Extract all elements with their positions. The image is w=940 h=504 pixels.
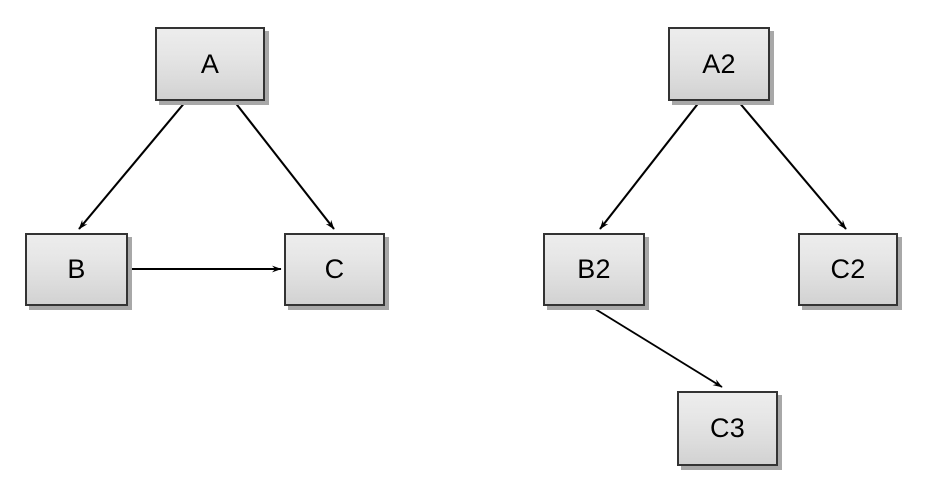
edge-b2-to-c3 [591,306,723,388]
node-a-label: A [200,48,220,79]
edge-a-to-c [233,100,335,230]
node-a2-label: A2 [702,48,736,79]
node-c3-label: C3 [710,413,745,443]
node-c2-label: C2 [830,254,866,284]
node-b2[interactable]: B2 [543,233,645,306]
node-b[interactable]: B [25,233,128,306]
node-b2-label: B2 [577,254,611,284]
node-a2[interactable]: A2 [668,27,770,101]
edge-a2-to-b2 [599,100,701,230]
node-c2[interactable]: C2 [798,233,898,306]
edge-a2-to-c2 [737,100,847,230]
node-a[interactable]: A [155,27,265,101]
node-c3[interactable]: C3 [677,391,778,466]
edge-a-to-b [78,100,187,230]
node-c[interactable]: C [284,233,385,306]
node-c-label: C [324,254,345,284]
node-b-label: B [67,254,86,284]
